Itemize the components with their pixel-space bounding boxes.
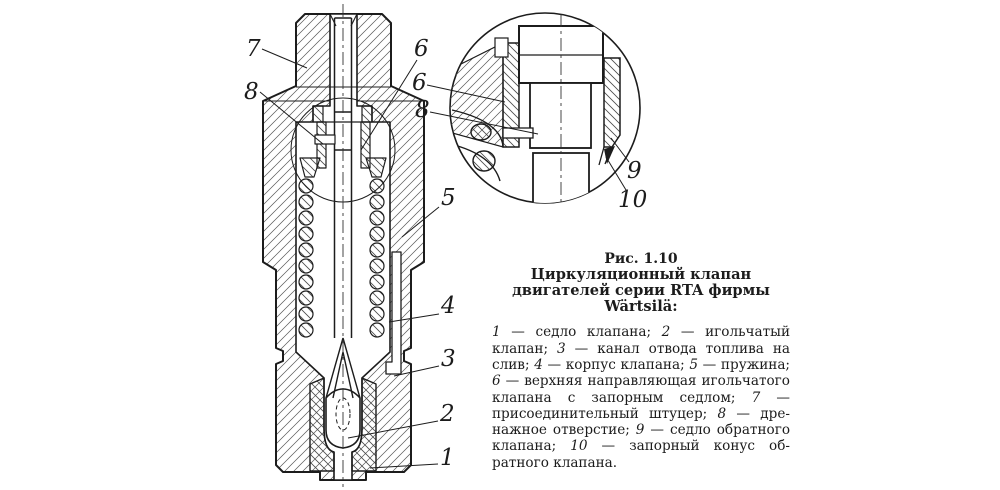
figure-title-line-3: Wärtsilä: [604, 297, 678, 315]
legend-num: 3 [557, 340, 566, 357]
legend-num: 8 [717, 405, 727, 422]
callout-7: 7 [246, 36, 261, 62]
figure-title-line-2: двигателей серии RTA фирмы [512, 281, 770, 299]
leader-lines [259, 48, 630, 469]
detail-guide-wall [502, 42, 520, 148]
upper-guide [312, 105, 373, 169]
callout-1: 1 [440, 445, 455, 471]
valve-seat-insert [309, 377, 377, 472]
legend-num: 1 [492, 324, 501, 341]
detail-spring [450, 109, 507, 203]
detail-guide-cap [494, 37, 509, 58]
legend-text: — верхняя направляющая иголь­чатого клап… [492, 373, 790, 406]
callout-6: 6 [414, 36, 429, 62]
drain-channel [385, 251, 402, 375]
legend-num: 7 [751, 389, 761, 406]
legend-text: — седло обратно­го клапана; [492, 422, 790, 455]
callout-detail-6: 6 [412, 70, 427, 96]
legend-text: — игольчатый клапан; [492, 324, 791, 357]
callout-detail-10: 10 [618, 187, 647, 213]
figure-title-line-1: Циркуляционный клапан [530, 266, 752, 283]
callout-4: 4 [440, 293, 456, 319]
callout-3: 3 [441, 346, 456, 372]
callout-detail-8: 8 [415, 97, 430, 123]
legend-text: — канал отвода топлива на слив; [492, 340, 790, 373]
legend-num: 10 [570, 438, 588, 455]
detail-stem [529, 82, 592, 149]
callout-5: 5 [441, 185, 456, 211]
callout-2: 2 [439, 401, 455, 427]
detail-stop-cone [604, 146, 615, 164]
detail-check-seat [603, 57, 621, 148]
legend-text: — корпус клапана; [542, 356, 690, 373]
figure-legend: 1 — седло клапана; 2 — игольчатый клапан… [492, 324, 790, 471]
legend-num: 2 [661, 324, 671, 341]
spring-retainers [299, 157, 387, 178]
detail-view [449, 12, 641, 204]
main-valve-section [262, 4, 425, 487]
legend-text: — запорный конус об­ратного клапана. [492, 438, 790, 471]
figure-caption: Рис. 1.10 Циркуляционный клапан двигател… [492, 251, 790, 471]
callout-labels: 7 8 6 5 4 3 2 1 6 8 9 10 [244, 36, 647, 471]
legend-num: 9 [635, 422, 645, 439]
legend-num: 6 [492, 373, 501, 390]
needle-stem [333, 17, 353, 338]
legend-text: — дре­нажное отверстие; [492, 405, 791, 439]
spring-coils [298, 178, 385, 338]
drain-hole [314, 134, 336, 145]
legend-text: — присоединительный штуцер; [492, 389, 790, 422]
legend-num: 4 [534, 356, 543, 373]
legend-num: 5 [689, 356, 698, 373]
figure-number: Рис. 1.10 [604, 251, 678, 267]
legend-text: — седло клапана; [500, 324, 662, 341]
needle-tip [325, 337, 361, 449]
callout-detail-9: 9 [627, 158, 642, 184]
callout-8: 8 [244, 79, 259, 105]
fitting-shoulder-lines [263, 13, 424, 102]
legend-text: — пружи­на; [698, 356, 790, 373]
